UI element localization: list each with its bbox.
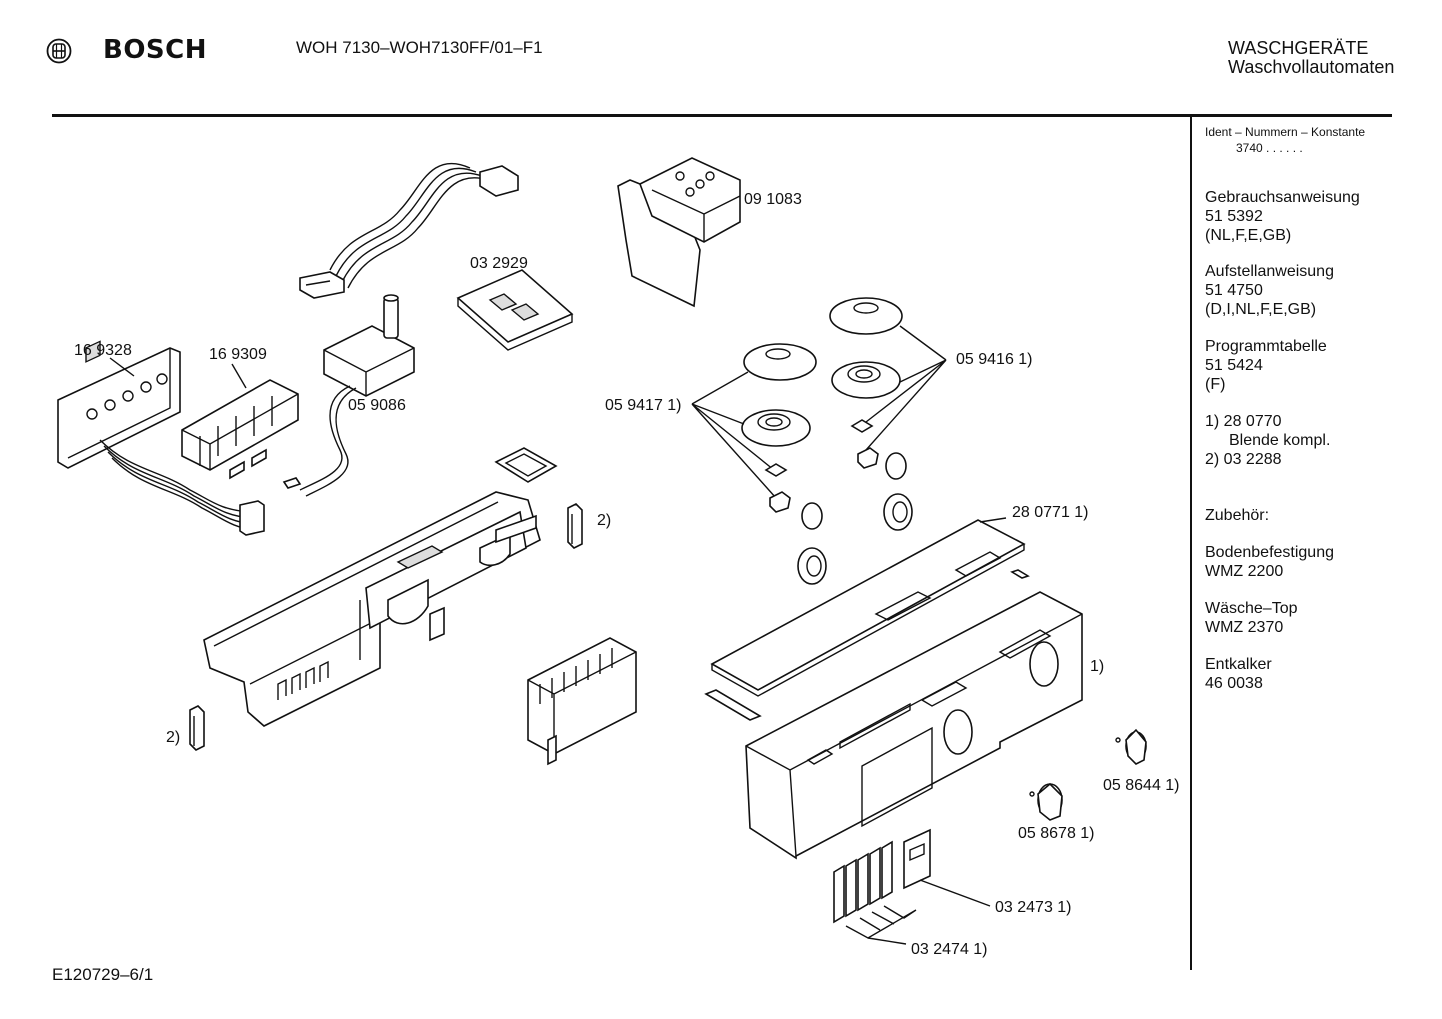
- ident-title: Ident – Nummern – Konstante: [1205, 125, 1366, 139]
- aufstell-number: 51 4750: [1205, 282, 1263, 299]
- part-280771-cover-panel: [704, 519, 1030, 721]
- part-169328-module: [57, 340, 265, 536]
- label-clip-left: 2): [166, 729, 181, 746]
- waesche-number: WMZ 2370: [1205, 619, 1284, 636]
- entkalker-title: Entkalker: [1205, 656, 1272, 673]
- bosch-logo-icon: [46, 38, 72, 64]
- part-169309-connector: [181, 379, 299, 480]
- square-seal: [494, 447, 558, 483]
- category-title: WASCHGERÄTE: [1228, 38, 1369, 58]
- model-number: WOH 7130–WOH7130FF/01–F1: [296, 38, 543, 57]
- programm-langs: (F): [1205, 376, 1226, 393]
- label-032474: 03 2474 1): [911, 941, 988, 958]
- label-169309: 16 9309: [209, 346, 267, 363]
- label-clip-right: 2): [597, 512, 612, 529]
- selector-knobs: [1029, 728, 1147, 821]
- label-058678: 05 8678 1): [1018, 825, 1095, 842]
- label-032473: 03 2473 1): [995, 899, 1072, 916]
- boden-title: Bodenbefestigung: [1205, 544, 1334, 561]
- gebrauch-number: 51 5392: [1205, 208, 1263, 225]
- clip-right: [567, 503, 583, 549]
- programm-number: 51 5424: [1205, 357, 1263, 374]
- label-091083: 09 1083: [744, 191, 802, 208]
- label-280771: 28 0771 1): [1012, 504, 1089, 521]
- knob-leader-lines: [691, 325, 947, 499]
- clip-left: [189, 705, 205, 751]
- part-091083-door-lock: [617, 157, 741, 308]
- gebrauch-langs: (NL,F,E,GB): [1205, 227, 1292, 244]
- wire-harness-top: [299, 162, 519, 299]
- label-059417: 05 9417 1): [605, 397, 682, 414]
- knob-hubs: [764, 419, 913, 585]
- knob-caps: [741, 297, 903, 447]
- aufstell-langs: (D,I,NL,F,E,GB): [1205, 301, 1317, 318]
- sidebar-divider: [1190, 117, 1192, 970]
- boden-number: WMZ 2200: [1205, 563, 1284, 580]
- footnote-1-text: Blende kompl.: [1229, 432, 1331, 449]
- category-subtitle: Waschvollautomaten: [1228, 57, 1395, 77]
- header-divider: [52, 114, 1392, 117]
- drawing-code: E120729–6/1: [52, 965, 154, 984]
- brand-name: BOSCH: [103, 35, 207, 65]
- push-buttons: [833, 828, 991, 939]
- label-059086: 05 9086: [348, 397, 406, 414]
- ident-value: 3740 . . . . . .: [1236, 141, 1303, 155]
- exploded-parts-diagram: [57, 157, 1147, 945]
- programm-title: Programmtabelle: [1205, 338, 1327, 355]
- footnote-2: 2) 03 2288: [1205, 451, 1282, 468]
- gebrauch-title: Gebrauchsanweisung: [1205, 189, 1360, 206]
- button-carrier: [527, 637, 637, 766]
- control-panel-fascia: [745, 591, 1083, 860]
- part-059086-switch: [282, 294, 415, 497]
- label-169328: 16 9328: [74, 342, 132, 359]
- label-058644: 05 8644 1): [1103, 777, 1180, 794]
- zubehoer-heading: Zubehör:: [1205, 507, 1270, 524]
- label-footnote-1: 1): [1090, 658, 1105, 675]
- main-control-frame: [203, 491, 541, 727]
- aufstell-title: Aufstellanweisung: [1205, 263, 1334, 280]
- entkalker-number: 46 0038: [1205, 675, 1263, 692]
- label-059416: 05 9416 1): [956, 351, 1033, 368]
- footnote-1-number: 1) 28 0770: [1205, 413, 1282, 430]
- waesche-title: Wäsche–Top: [1205, 600, 1298, 617]
- label-032929: 03 2929: [470, 255, 528, 272]
- label-leader-lines: [109, 357, 1007, 945]
- part-032929-board: [456, 269, 574, 351]
